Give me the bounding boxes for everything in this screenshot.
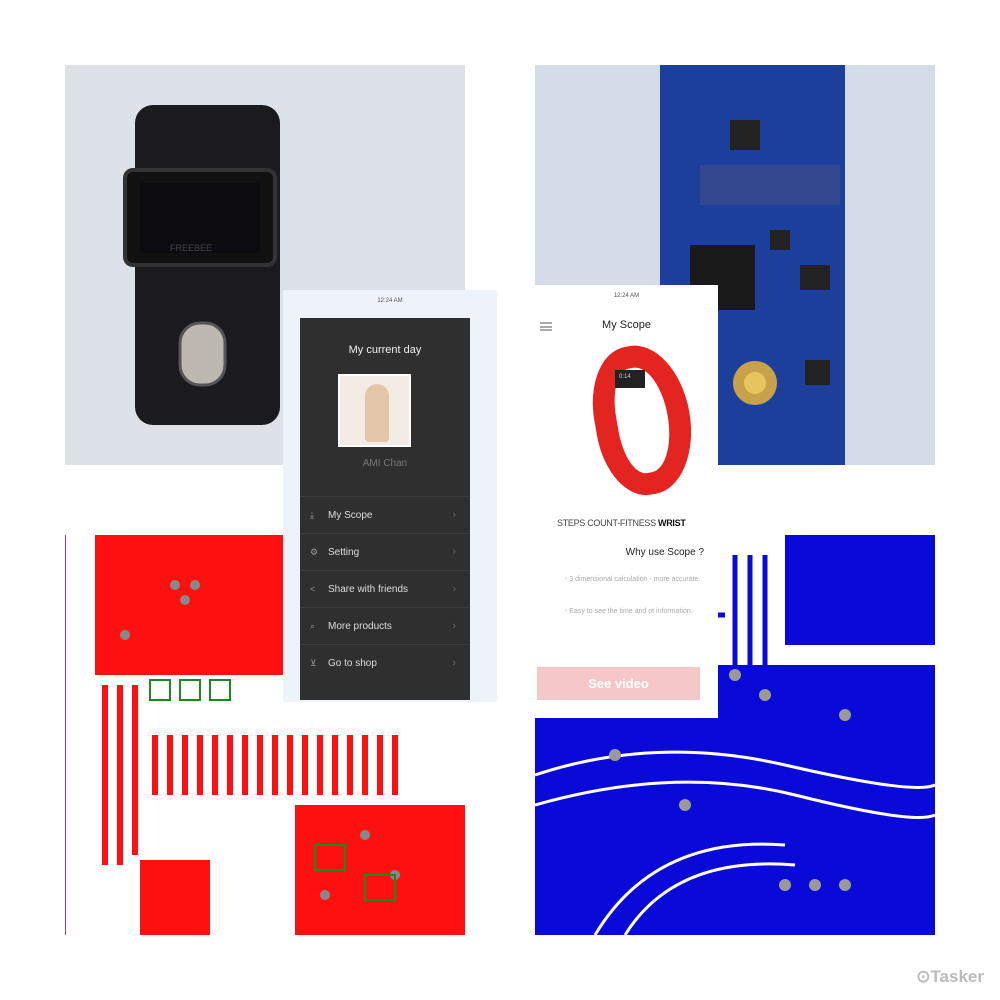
page-title: My Scope <box>602 319 651 331</box>
tagline-text: STEPS COUNT-FITNESS <box>557 518 659 528</box>
user-name: AMI Chan <box>362 458 408 469</box>
cart-icon: ⊻ <box>310 657 317 668</box>
share-icon: < <box>310 584 316 594</box>
device-brand-text: FREEBEE <box>170 243 212 253</box>
menu-item-more-products[interactable]: ⌕ More products › <box>300 607 470 644</box>
chevron-right-icon: › <box>452 546 456 558</box>
gear-icon: ⚙ <box>310 546 319 557</box>
watermark-text: Tasker <box>930 967 984 986</box>
menu-item-label: Share with friends <box>328 583 409 595</box>
download-icon: ⤓ <box>310 509 314 520</box>
bullet-1: - 3 dimensional calculation - more accur… <box>565 576 701 583</box>
menu-item-label: Setting <box>328 546 360 558</box>
menu-item-share[interactable]: < Share with friends › <box>300 570 470 607</box>
menu-item-my-scope[interactable]: ⤓ My Scope › <box>300 496 470 533</box>
side-menu-panel: My current day AMI Chan ⤓ My Scope › ⚙ Sett… <box>300 318 470 700</box>
chevron-right-icon: › <box>452 583 456 595</box>
search-icon: ⌕ <box>310 620 316 631</box>
menu-item-label: More products <box>328 620 392 632</box>
status-time: 12:24 AM <box>613 293 640 299</box>
band-screen-text: 0:14 <box>615 370 645 388</box>
chevron-right-icon: › <box>452 620 456 632</box>
tagline-bold: WRIST <box>658 518 686 528</box>
why-heading: Why use Scope ? <box>625 547 704 558</box>
avatar <box>338 374 411 447</box>
hamburger-menu-icon[interactable] <box>540 322 552 331</box>
menu-item-label: Go to shop <box>328 657 377 669</box>
menu-title: My current day <box>348 344 422 356</box>
menu-item-setting[interactable]: ⚙ Setting › <box>300 533 470 570</box>
status-time: 12:24 AM <box>377 298 403 304</box>
menu-item-label: My Scope <box>328 509 373 521</box>
bullet-2: - Easy to see the time and ot informatio… <box>565 608 693 615</box>
phone-scope-screenshot: 12:24 AM My Scope 0:14 STEPS COUNT-FITNE… <box>535 285 718 718</box>
tagline: STEPS COUNT-FITNESS WRIST <box>557 518 686 528</box>
chevron-right-icon: › <box>452 509 456 521</box>
wristband-device-photo: FREEBEE <box>65 65 465 465</box>
phone-menu-screenshot: 12:24 AM My current day AMI Chan ⤓ My Sco… <box>283 290 497 702</box>
watermark: ⊙Tasker <box>916 967 984 986</box>
see-video-button[interactable]: See video <box>537 667 700 700</box>
menu-item-go-to-shop[interactable]: ⊻ Go to shop › <box>300 644 470 681</box>
menu-list: ⤓ My Scope › ⚙ Setting › < Share with friends… <box>300 496 470 681</box>
chevron-right-icon: › <box>452 657 456 669</box>
red-wristband-image <box>582 337 703 503</box>
device-illustration: FREEBEE <box>123 105 280 425</box>
